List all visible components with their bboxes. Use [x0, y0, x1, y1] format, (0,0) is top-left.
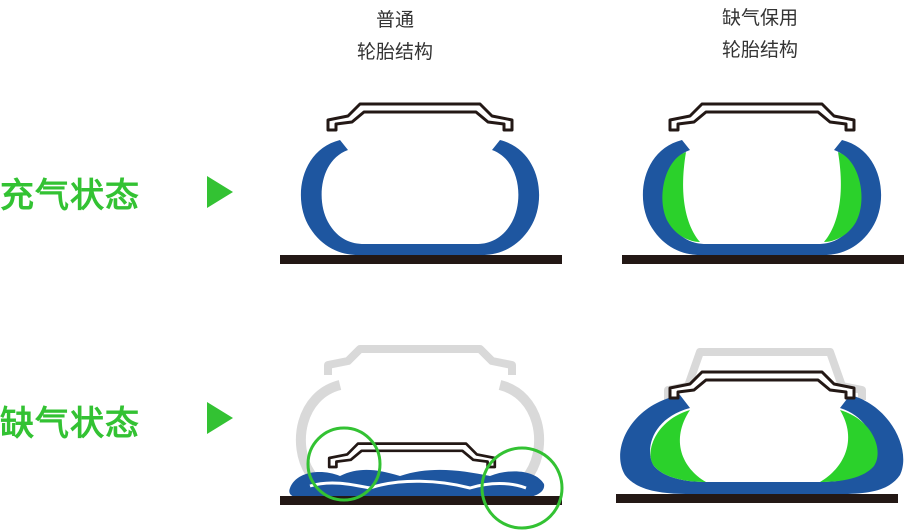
column-header-normal-line2: 轮胎结构: [356, 41, 433, 63]
wheel-rim-sunken: [327, 442, 497, 469]
arrow-right-icon: [207, 176, 233, 208]
flattened-tire-body: [289, 469, 545, 499]
ground-line: [616, 494, 898, 503]
normal-tire-inflated: [280, 102, 562, 264]
column-header-runflat-line2: 轮胎结构: [721, 39, 798, 61]
pinch-highlight-right: [480, 446, 564, 530]
runflat-tire-deflated: [616, 348, 904, 503]
wheel-rim: [668, 370, 856, 400]
sidewall-insert-left: [650, 410, 706, 482]
column-header-normal: 普通 轮胎结构: [325, 4, 465, 68]
runflat-tire-inflated: [622, 102, 904, 264]
tire-body: [642, 140, 882, 255]
wheel-rim: [326, 102, 514, 132]
wheel-rim: [668, 102, 856, 132]
column-header-normal-line1: 普通: [375, 9, 414, 31]
sidewall-insert-left: [662, 152, 700, 242]
arrow-right-icon: [207, 402, 233, 434]
ghost-rim-outline: [324, 345, 516, 375]
ground-line: [280, 255, 562, 264]
pinch-highlight-left: [306, 426, 382, 502]
normal-tire-deflated: [280, 345, 564, 530]
row-label-deflated: 缺气状态: [0, 404, 140, 444]
tire-body: [620, 395, 904, 494]
ground-line: [280, 496, 562, 505]
flattened-tire-inner: [309, 479, 527, 490]
sidewall-insert-right: [820, 410, 878, 482]
column-header-runflat: 缺气保用 轮胎结构: [690, 2, 830, 66]
tire-body: [300, 140, 540, 255]
sidewall-insert-right: [824, 152, 862, 242]
row-label-inflated: 充气状态: [0, 176, 140, 216]
ground-line: [622, 255, 904, 264]
column-header-runflat-line1: 缺气保用: [721, 7, 798, 29]
